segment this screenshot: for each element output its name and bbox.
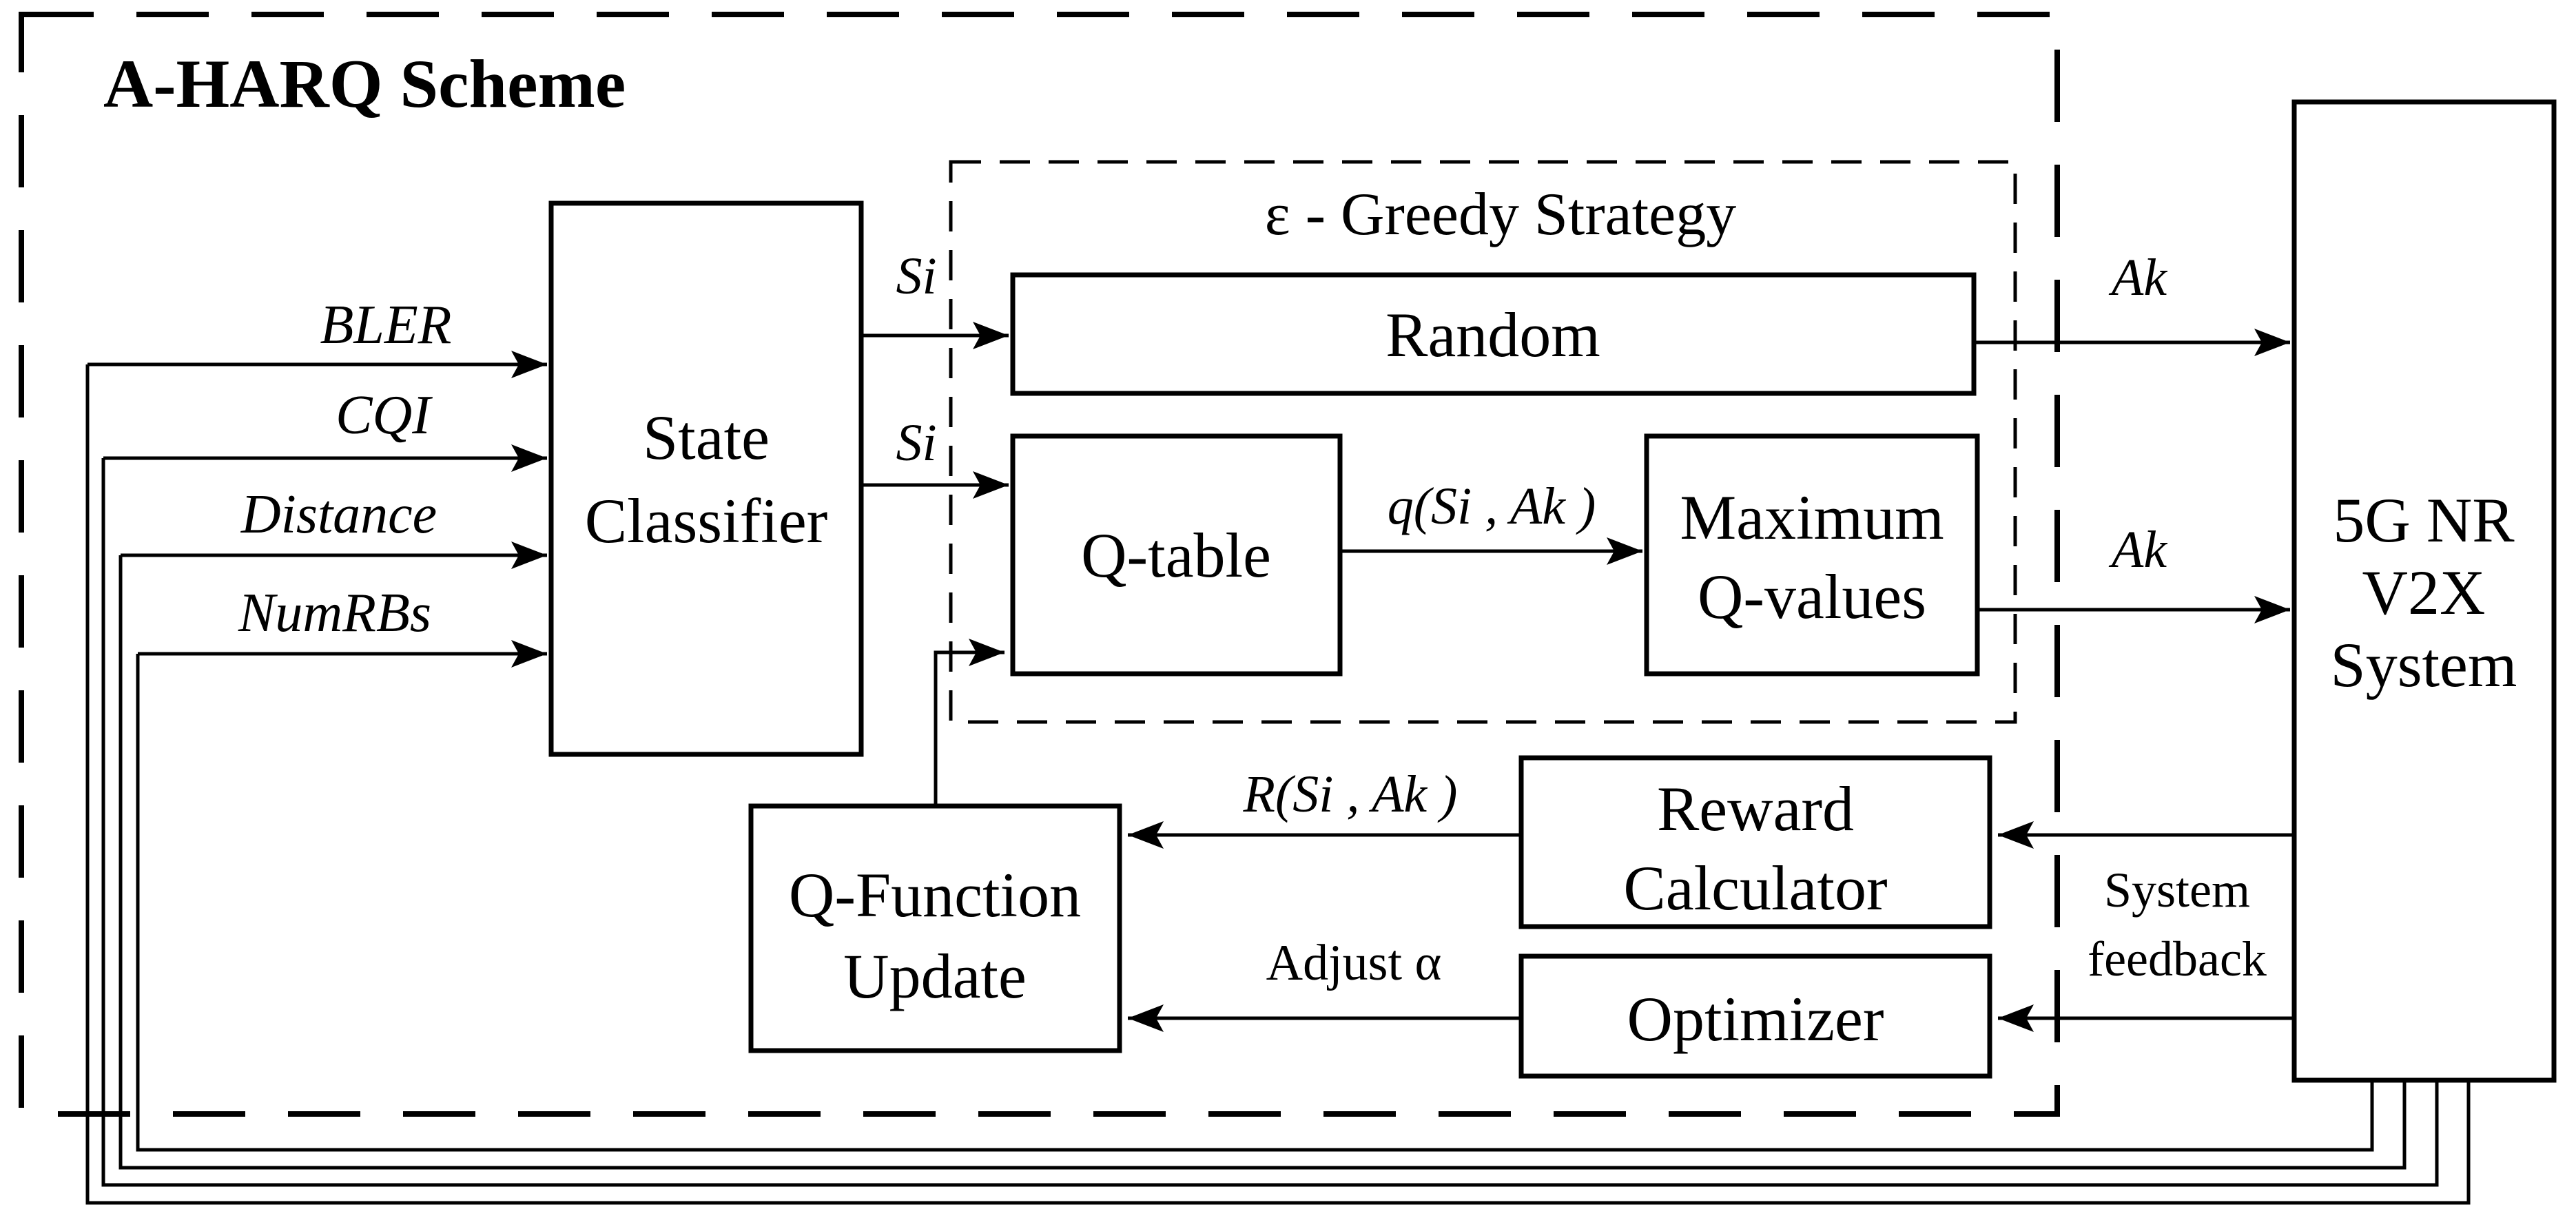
feedback-loop-wires bbox=[85, 364, 2471, 1205]
maximum-q-values-label-line2: Q-values bbox=[1698, 561, 1926, 632]
reward-calculator-box bbox=[1518, 755, 1992, 929]
q-function-update-label-line2: Update bbox=[843, 941, 1027, 1011]
signal-label-si-qtable: Si bbox=[896, 414, 936, 472]
diagram-title: A-HARQ Scheme bbox=[103, 45, 626, 122]
input-label-distance: Distance bbox=[240, 484, 437, 545]
input-arrows bbox=[87, 351, 547, 668]
5g-label-line3: System bbox=[2331, 630, 2517, 700]
random-label: Random bbox=[1385, 300, 1600, 370]
q-function-update-label-line1: Q-Function bbox=[789, 860, 1081, 930]
feedback-loop-bler bbox=[85, 364, 2471, 1205]
q-function-update-box bbox=[748, 803, 1122, 1053]
q-table-box bbox=[1010, 433, 1343, 677]
random-box bbox=[1010, 272, 1977, 396]
5g-nr-v2x-system-box bbox=[2291, 99, 2557, 1083]
state-classifier-label-line1: State bbox=[643, 402, 770, 473]
signal-label-ak-random: Ak bbox=[2108, 249, 2167, 307]
optimizer-box bbox=[1518, 953, 1992, 1079]
epsilon-greedy-title: ε - Greedy Strategy bbox=[1265, 181, 1737, 248]
signal-label-ak-maximum: Ak bbox=[2108, 521, 2167, 579]
system-feedback-label-line1: System bbox=[2104, 863, 2250, 918]
signal-label-q-si-ak: q(Si , Ak ) bbox=[1388, 477, 1596, 535]
input-label-numrbs: NumRBs bbox=[238, 583, 431, 643]
system-feedback-label-line2: feedback bbox=[2088, 931, 2267, 987]
arrow-qfunction-to-qtable bbox=[934, 639, 1004, 806]
input-label-cqi: CQI bbox=[336, 385, 433, 446]
reward-calculator-label-line1: Reward bbox=[1657, 774, 1854, 844]
optimizer-label: Optimizer bbox=[1627, 984, 1884, 1054]
signal-label-r-si-ak: R(Si , Ak ) bbox=[1243, 765, 1458, 823]
input-label-bler: BLER bbox=[320, 295, 451, 355]
reward-calculator-label-line2: Calculator bbox=[1623, 853, 1887, 923]
maximum-q-values-box bbox=[1644, 433, 1980, 677]
aharq-scheme-boundary bbox=[19, 12, 2060, 1117]
state-classifier-label-line2: Classifier bbox=[585, 486, 828, 556]
maximum-q-values-label-line1: Maximum bbox=[1680, 482, 1944, 553]
feedback-loop-numrbs bbox=[136, 654, 2374, 1152]
signal-label-si-random: Si bbox=[896, 247, 936, 305]
internal-arrows bbox=[861, 322, 2294, 1032]
state-classifier-box bbox=[548, 200, 864, 757]
signal-label-adjust-alpha: Adjust α bbox=[1266, 935, 1442, 991]
epsilon-greedy-boundary bbox=[949, 160, 2017, 724]
5g-label-line1: 5G NR bbox=[2333, 485, 2515, 555]
feedback-loop-distance bbox=[119, 555, 2407, 1170]
5g-label-line2: V2X bbox=[2362, 557, 2486, 628]
q-table-label: Q-table bbox=[1081, 520, 1271, 590]
feedback-loop-cqi bbox=[101, 458, 2439, 1187]
